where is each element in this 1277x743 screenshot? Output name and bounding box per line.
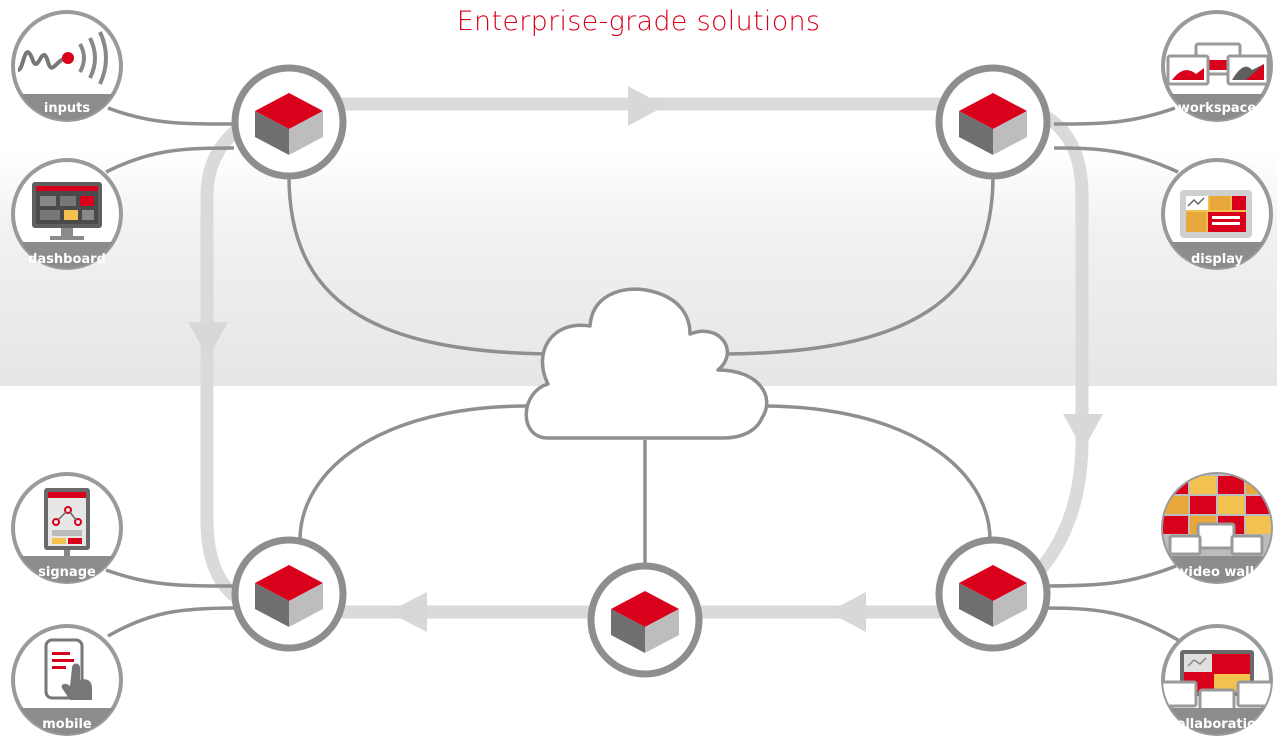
signal-icon — [16, 31, 108, 85]
endpoint-label-mobile: mobile — [42, 717, 92, 732]
endpoint-display[interactable]: display — [1150, 158, 1277, 282]
endpoint-label-dashboard: dashboard — [28, 252, 106, 267]
collaboration-screens-icon — [1163, 650, 1271, 714]
signage-kiosk-icon — [44, 488, 90, 560]
workspace-monitors-icon — [1166, 42, 1270, 86]
cloud-connectors — [287, 175, 995, 566]
hub-node-bottom-center — [587, 562, 703, 678]
endpoint-collaboration[interactable]: collaboration — [1150, 624, 1277, 743]
endpoint-label-workspace: workspace — [1178, 101, 1257, 116]
hub-node-bottom-right — [935, 536, 1051, 652]
endpoint-label-signage: signage — [38, 565, 96, 580]
hub-node-bottom-left — [231, 536, 347, 652]
endpoint-signage[interactable]: signage — [0, 472, 140, 596]
cloud — [524, 287, 769, 440]
endpoint-dashboard[interactable]: dashboard — [0, 158, 140, 282]
diagram-title: Enterprise-grade solutions — [456, 6, 821, 37]
display-screen-icon — [1180, 190, 1252, 238]
dashboard-monitor-icon — [32, 182, 102, 240]
flow-arrows — [188, 86, 1103, 632]
endpoint-label-display: display — [1191, 252, 1244, 267]
endpoint-mobile[interactable]: mobile — [0, 624, 140, 743]
arrow-down-right — [1063, 414, 1103, 450]
endpoint-label-inputs: inputs — [44, 101, 90, 116]
endpoint-video-wall[interactable]: video wall — [1150, 472, 1277, 596]
endpoint-inputs[interactable]: inputs — [0, 10, 140, 134]
hub-node-top-right — [935, 64, 1051, 180]
arrow-left-bottom-2 — [388, 592, 427, 632]
endpoint-workspace[interactable]: workspace — [1150, 10, 1277, 134]
mobile-phone-icon — [44, 638, 92, 700]
endpoint-label-video-wall: video wall — [1180, 565, 1254, 580]
video-wall-icon — [1163, 474, 1271, 558]
endpoint-label-collaboration: collaboration — [1169, 717, 1266, 732]
endpoint-connectors — [105, 106, 1179, 642]
arrow-left-bottom-1 — [828, 592, 866, 632]
arrow-down-left — [188, 322, 228, 358]
arrow-right — [628, 86, 665, 126]
hub-node-top-left — [231, 64, 347, 180]
